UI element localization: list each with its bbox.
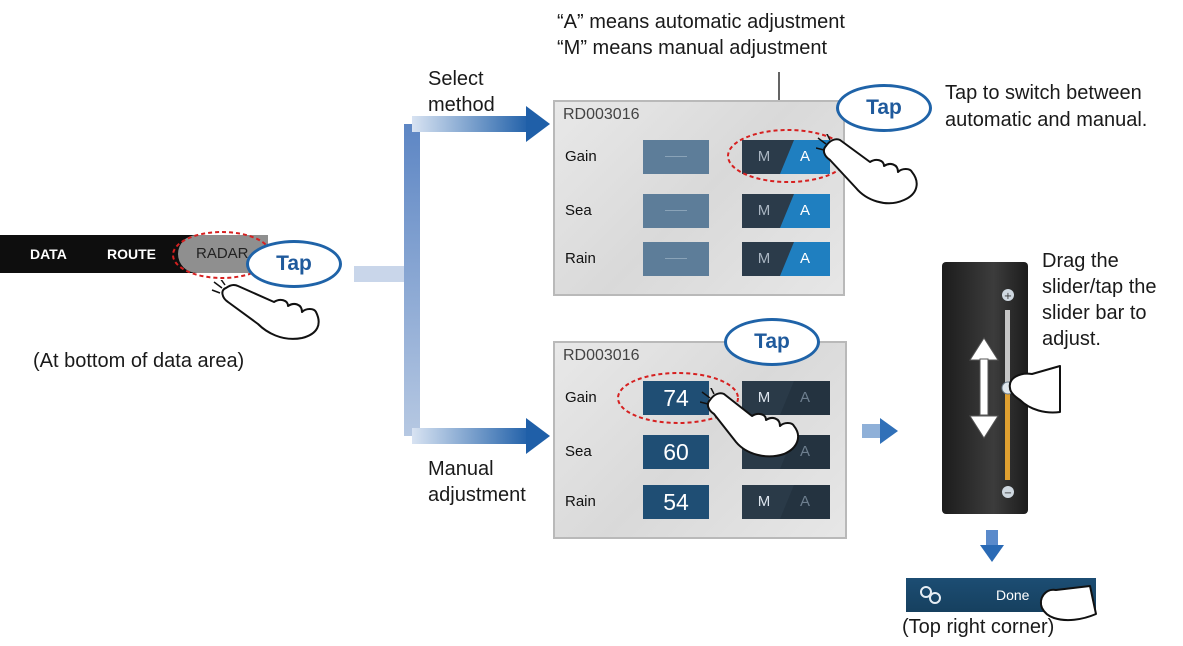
hand-icon xyxy=(816,134,918,205)
tap-balloon-gain-value: Tap xyxy=(724,318,820,366)
auto-manual-toggle-sea[interactable]: M A xyxy=(742,194,830,228)
manual-option[interactable]: M xyxy=(757,389,771,406)
value-placeholder xyxy=(665,210,687,211)
auto-option[interactable]: A xyxy=(780,381,830,415)
plus-icon xyxy=(1002,289,1014,301)
tap-highlight-gain-value xyxy=(617,372,739,424)
tap-balloon-radar: Tap xyxy=(246,240,342,288)
hand-icon xyxy=(1040,585,1097,622)
panel-id: RD003016 xyxy=(563,106,640,123)
gain-panel-manual: RD003016 Gain 74 M A Sea 60 M A Rain 54 … xyxy=(553,341,847,539)
arrow-spine xyxy=(404,124,420,436)
auto-option[interactable]: A xyxy=(780,242,830,276)
value-box-rain[interactable]: 54 xyxy=(643,485,709,519)
annotation-tap-switch: Tap to switch between automatic and manu… xyxy=(945,82,1148,131)
annotation-top-right: (Top right corner) xyxy=(902,616,1055,638)
arrow-to-slider-head xyxy=(880,418,898,444)
value-placeholder xyxy=(665,258,687,259)
row-label-gain: Gain xyxy=(565,148,597,165)
manual-option[interactable]: M xyxy=(757,202,771,219)
auto-manual-toggle-gain[interactable]: M A xyxy=(742,381,830,415)
arrow-upper-head xyxy=(526,106,550,142)
drag-double-arrow-icon xyxy=(969,337,999,439)
slider-track-upper xyxy=(1005,310,1010,390)
auto-manual-toggle-rain[interactable]: M A xyxy=(742,242,830,276)
annotation-at-bottom: (At bottom of data area) xyxy=(33,350,245,372)
row-label-sea: Sea xyxy=(565,202,592,219)
auto-manual-toggle-gain[interactable]: M A xyxy=(742,140,830,174)
value-box-gain[interactable]: 74 xyxy=(643,381,709,415)
annotation-drag-slider: Drag the slider/tap the slider bar to ad… xyxy=(1042,250,1157,350)
svg-text:+: + xyxy=(1004,291,1012,302)
arrow-lower-branch xyxy=(412,428,530,444)
hand-icon xyxy=(1008,365,1061,414)
arrow-to-slider-tail xyxy=(862,424,882,438)
row-label-rain: Rain xyxy=(565,493,596,510)
gears-icon[interactable] xyxy=(918,584,944,606)
value-box-sea[interactable] xyxy=(643,194,709,228)
arrow-down-head xyxy=(980,545,1004,562)
arrow-down-tail xyxy=(986,530,998,546)
arrow-upper-branch xyxy=(412,116,530,132)
auto-manual-toggle-rain[interactable]: M A xyxy=(742,485,830,519)
svg-text:−: − xyxy=(1004,488,1012,499)
value-placeholder xyxy=(665,156,687,157)
minus-icon xyxy=(1002,486,1014,498)
tap-balloon-toggle: Tap xyxy=(836,84,932,132)
auto-option[interactable]: A xyxy=(780,485,830,519)
panel-id: RD003016 xyxy=(563,347,640,364)
manual-option[interactable]: M xyxy=(757,493,771,510)
arrow-trunk xyxy=(354,266,412,282)
hand-icon xyxy=(211,280,320,340)
annotation-m-meaning: “M” means manual adjustment xyxy=(557,37,828,59)
row-label-rain: Rain xyxy=(565,250,596,267)
hand-icon xyxy=(700,388,800,458)
tab-route[interactable]: ROUTE xyxy=(107,246,156,262)
manual-option[interactable]: M xyxy=(757,148,771,165)
annotation-select-method: Select method xyxy=(428,68,495,116)
gain-panel-auto: RD003016 Gain M A Sea M A Rain M A xyxy=(553,100,845,296)
manual-option[interactable]: M xyxy=(757,250,771,267)
tab-data[interactable]: DATA xyxy=(30,246,67,262)
arrow-lower-head xyxy=(526,418,550,454)
row-label-gain: Gain xyxy=(565,389,597,406)
value-box-rain[interactable] xyxy=(643,242,709,276)
row-label-sea: Sea xyxy=(565,443,592,460)
slider-track-fill xyxy=(1005,390,1010,480)
gain-slider[interactable]: + − xyxy=(942,262,1062,516)
value-box-gain[interactable] xyxy=(643,140,709,174)
data-area-tab-bar: DATA ROUTE RADAR xyxy=(0,235,268,273)
done-button[interactable]: Done xyxy=(996,587,1030,603)
annotation-a-meaning: “A” means automatic adjustment xyxy=(557,11,845,33)
annotation-manual-adjustment: Manual adjustment xyxy=(428,458,526,506)
value-box-sea[interactable]: 60 xyxy=(643,435,709,469)
